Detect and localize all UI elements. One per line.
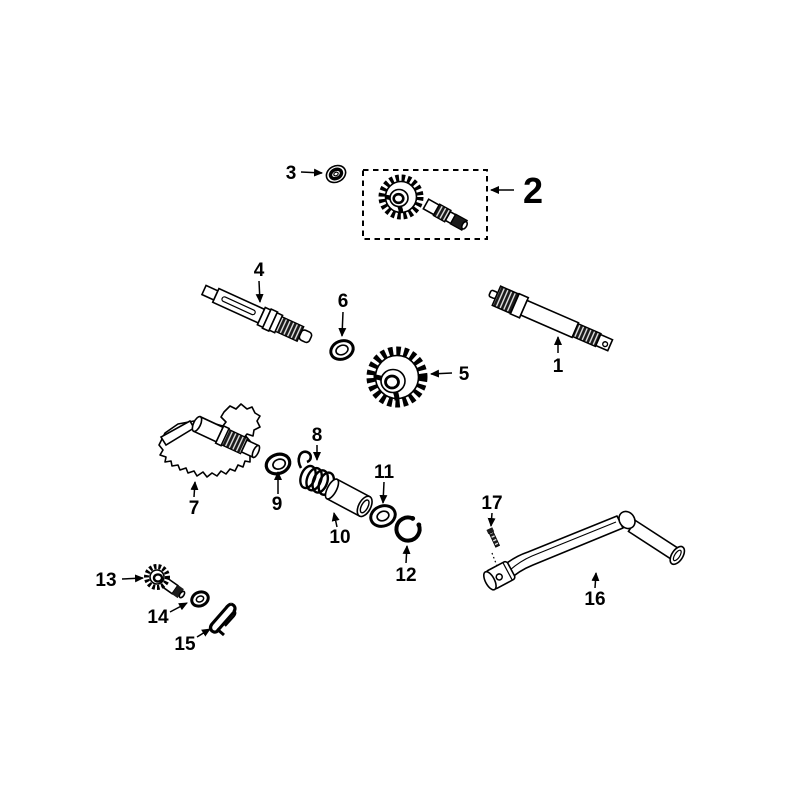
part-number-4: 4 — [254, 260, 265, 281]
leader-11 — [379, 481, 388, 504]
leader-10 — [331, 512, 340, 528]
part-number-13: 13 — [95, 570, 116, 591]
part-3-washer-grommet — [325, 164, 347, 184]
part-number-15: 15 — [174, 634, 196, 655]
part-number-7: 7 — [189, 498, 200, 519]
lever-foot-peg — [627, 519, 686, 566]
part-number-8: 8 — [312, 425, 323, 446]
part-2-assembly-gear — [378, 174, 424, 220]
assembly-dashed-box — [362, 169, 488, 240]
part-16-kickstart-lever — [482, 510, 686, 591]
leader-17 — [487, 512, 496, 527]
part-number-2: 2 — [523, 170, 543, 211]
part-number-1: 1 — [553, 356, 564, 377]
leader-7 — [190, 481, 199, 498]
part-4-keyed-splined-shaft — [200, 284, 313, 344]
leader-3 — [300, 168, 323, 177]
part-2-assembly-shaft — [422, 198, 469, 232]
part-12-circlip — [394, 515, 422, 543]
part-10-spring-collar — [324, 478, 373, 518]
leader-15 — [196, 628, 211, 638]
leader-13 — [121, 574, 144, 583]
lever-pivot-knob — [618, 510, 636, 530]
part-17-pinch-bolt — [486, 527, 501, 548]
leader-16 — [591, 572, 600, 589]
part-number-9: 9 — [272, 494, 283, 515]
part-number-17: 17 — [481, 493, 502, 514]
part-6-seal-ring — [329, 339, 355, 361]
part-11-thrust-washer — [369, 504, 397, 528]
part-number-6: 6 — [338, 291, 349, 312]
part-1-drive-shaft — [488, 285, 614, 352]
leader-4 — [255, 280, 264, 303]
part-9-bushing-ring — [264, 452, 292, 476]
part-number-12: 12 — [395, 565, 416, 586]
part-5-driven-gear — [366, 346, 428, 408]
part-14-small-washer — [190, 590, 210, 608]
leader-12 — [402, 545, 411, 564]
part-number-11: 11 — [374, 462, 395, 483]
leader-lines — [121, 168, 600, 638]
leader-6 — [338, 311, 347, 337]
leader-5 — [430, 369, 453, 378]
part-number-5: 5 — [459, 364, 470, 385]
part-number-16: 16 — [584, 589, 605, 610]
part-number-14: 14 — [147, 607, 169, 628]
part-15-ratchet-spring-clip — [208, 602, 237, 637]
part-13-pinion-gear — [144, 564, 186, 599]
part-number-10: 10 — [329, 527, 350, 548]
lever-clamp-boss — [482, 560, 516, 591]
leader-14 — [169, 602, 188, 613]
part-number-3: 3 — [286, 163, 297, 184]
part-8-return-spring — [297, 450, 336, 496]
part-7-kickstart-spindle-sector-gear — [158, 403, 261, 478]
part-number-labels: 1 2 3 4 5 6 7 8 9 10 11 12 13 14 15 16 1… — [95, 163, 605, 655]
